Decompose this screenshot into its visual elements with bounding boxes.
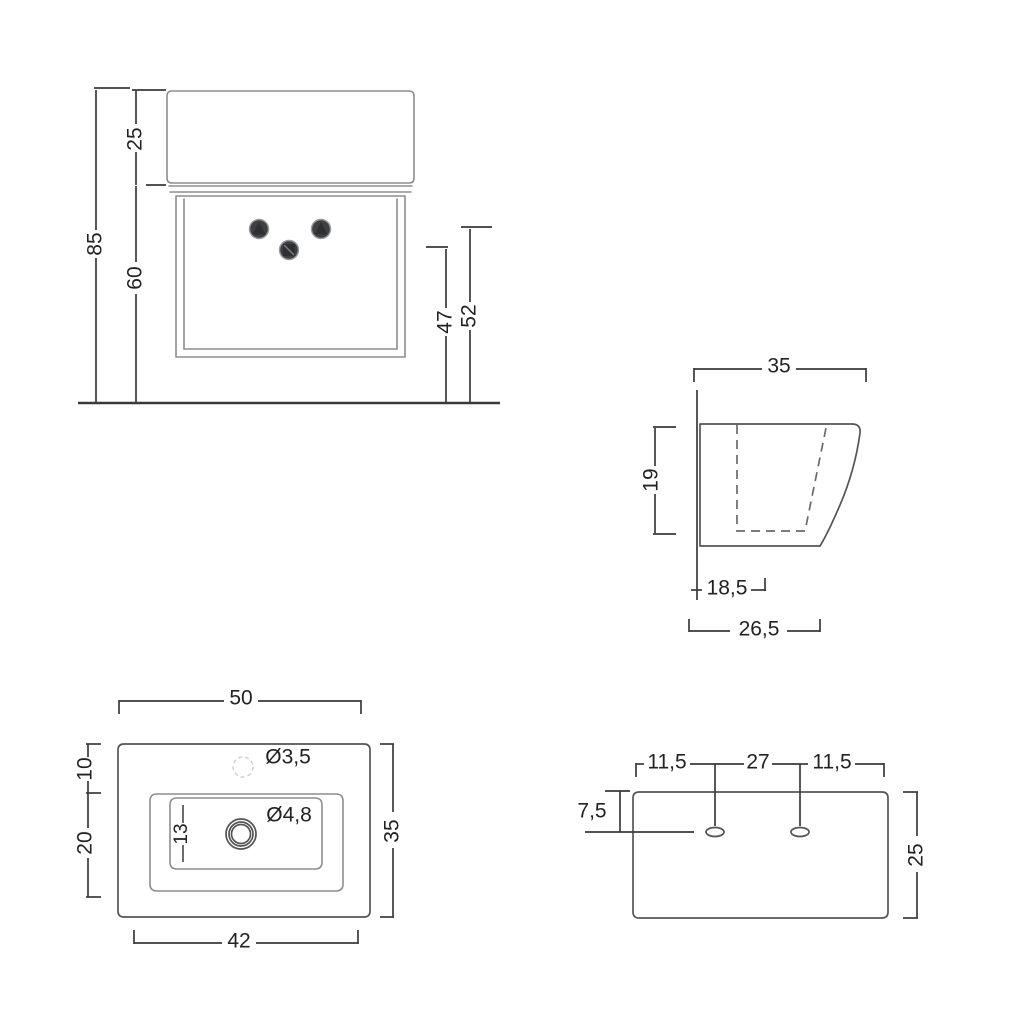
mount-hole-right-icon [790,826,810,838]
dim-rear-115-left-label: 11,5 [647,751,686,774]
dim-plan-50-label: 50 [229,687,252,710]
plan-outer-rim [117,743,371,918]
plan-diameter-35-label: Ø3,5 [265,746,311,769]
drain-fitting-slash-icon [283,244,295,256]
dim-25-label: 25 [124,127,147,150]
dim-side-35-label: 35 [767,355,790,378]
dim-plan-10-label: 10 [74,757,97,780]
dim-52-label: 52 [458,304,481,327]
front-fittings-group [248,218,332,261]
plan-drain-hole-inner-icon [230,823,252,845]
dim-plan-20-label: 20 [74,831,97,854]
mount-hole-left-icon [705,826,725,838]
front-basin-top-body [166,90,415,184]
dim-rear-27-label: 27 [746,751,769,774]
plan-bowl-rim-outer [149,793,344,892]
dim-side-19-label: 19 [640,468,663,491]
dim-rear-75-label: 7,5 [577,800,606,823]
plan-bowl-base [169,797,323,870]
front-shroud-outer [175,195,406,358]
plan-drain-hole-mid-icon [228,821,254,847]
dim-rear-115-right-label: 11,5 [812,751,851,774]
dim-side-265-label: 26,5 [739,618,780,641]
view-side-elevation: 35 19 18,5 26,5 [640,355,867,641]
side-basin-profile [699,423,861,547]
rear-plate-outline [632,791,889,919]
view-rear: 11,5 27 11,5 7,5 25 [577,751,928,919]
dim-plan-13-label: 13 [171,823,192,844]
plan-drain-hole-outer-icon [225,818,257,850]
dim-side-185-label: 18,5 [707,577,748,600]
dim-plan-42-label: 42 [227,930,250,953]
dim-rear-25-label: 25 [905,843,928,866]
plan-diameter-48-label: Ø4,8 [266,804,312,827]
tap-left-triangle-icon [252,222,266,235]
dim-85-label: 85 [84,232,107,255]
dim-47-label: 47 [434,310,457,333]
tap-right-triangle-icon [314,222,328,235]
dim-plan-35-label: 35 [381,819,404,842]
view-plan: Ø3,5 Ø4,8 13 50 42 35 [74,687,404,953]
view-front-elevation: 85 25 60 47 52 [78,87,500,405]
side-bowl-hidden-outline [736,425,827,532]
plan-overflow-hole-icon [232,756,254,778]
dim-60-label: 60 [124,266,147,289]
